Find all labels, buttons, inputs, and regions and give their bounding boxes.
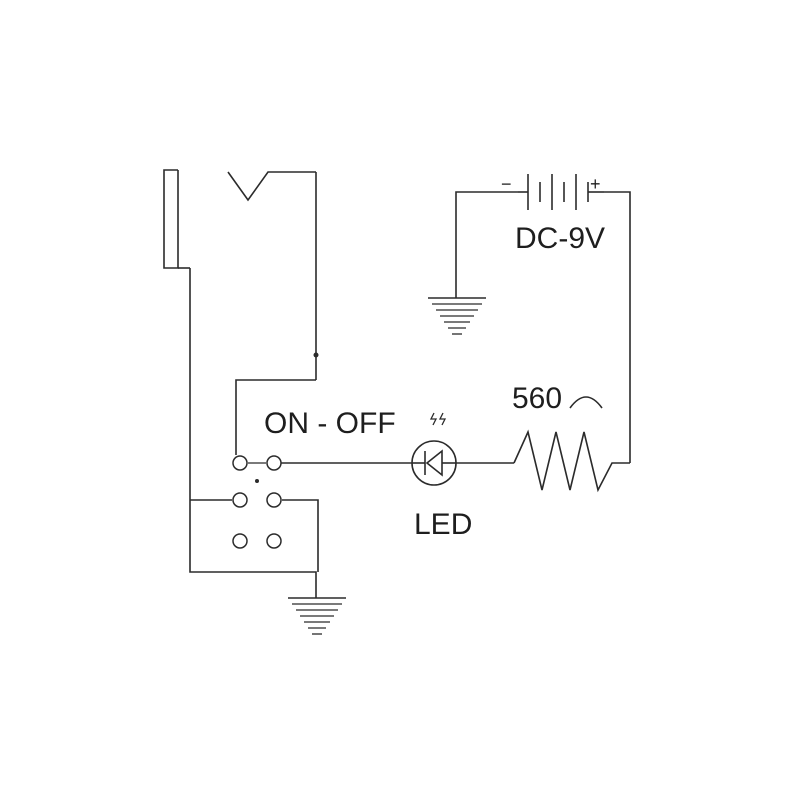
switch-terminal [232,455,248,471]
switch-top-wire [235,379,316,455]
ohm-icon [569,396,603,409]
battery-label: DC-9V [515,222,605,255]
junction-dot [313,352,319,358]
switch-terminal [232,492,248,508]
switch-center-dot [255,479,259,483]
resistor-symbol [513,429,630,493]
right-wire [604,191,631,463]
ground-icon [428,297,486,335]
switch-right-wire [282,499,319,572]
battery-symbol [518,174,604,210]
left-edge-plate [163,169,190,269]
battery-plus-sign: + [590,174,601,194]
ground-icon [288,597,346,635]
resistor-value: 560 [512,382,562,415]
light-arrow-icon [429,412,438,426]
on-off-switch [232,455,282,549]
switch-terminal [232,533,248,549]
switch-terminal [266,533,282,549]
switch-terminal [266,492,282,508]
battery-minus-sign: − [501,174,512,194]
notched-clip [227,171,316,202]
left-frame-wire [189,268,317,598]
led-symbol [411,412,457,486]
switch-terminal [266,455,282,471]
switch-label: ON - OFF [264,407,396,440]
battery-ground-wire [455,191,518,298]
led-label: LED [414,508,472,541]
light-arrow-icon [438,412,447,426]
